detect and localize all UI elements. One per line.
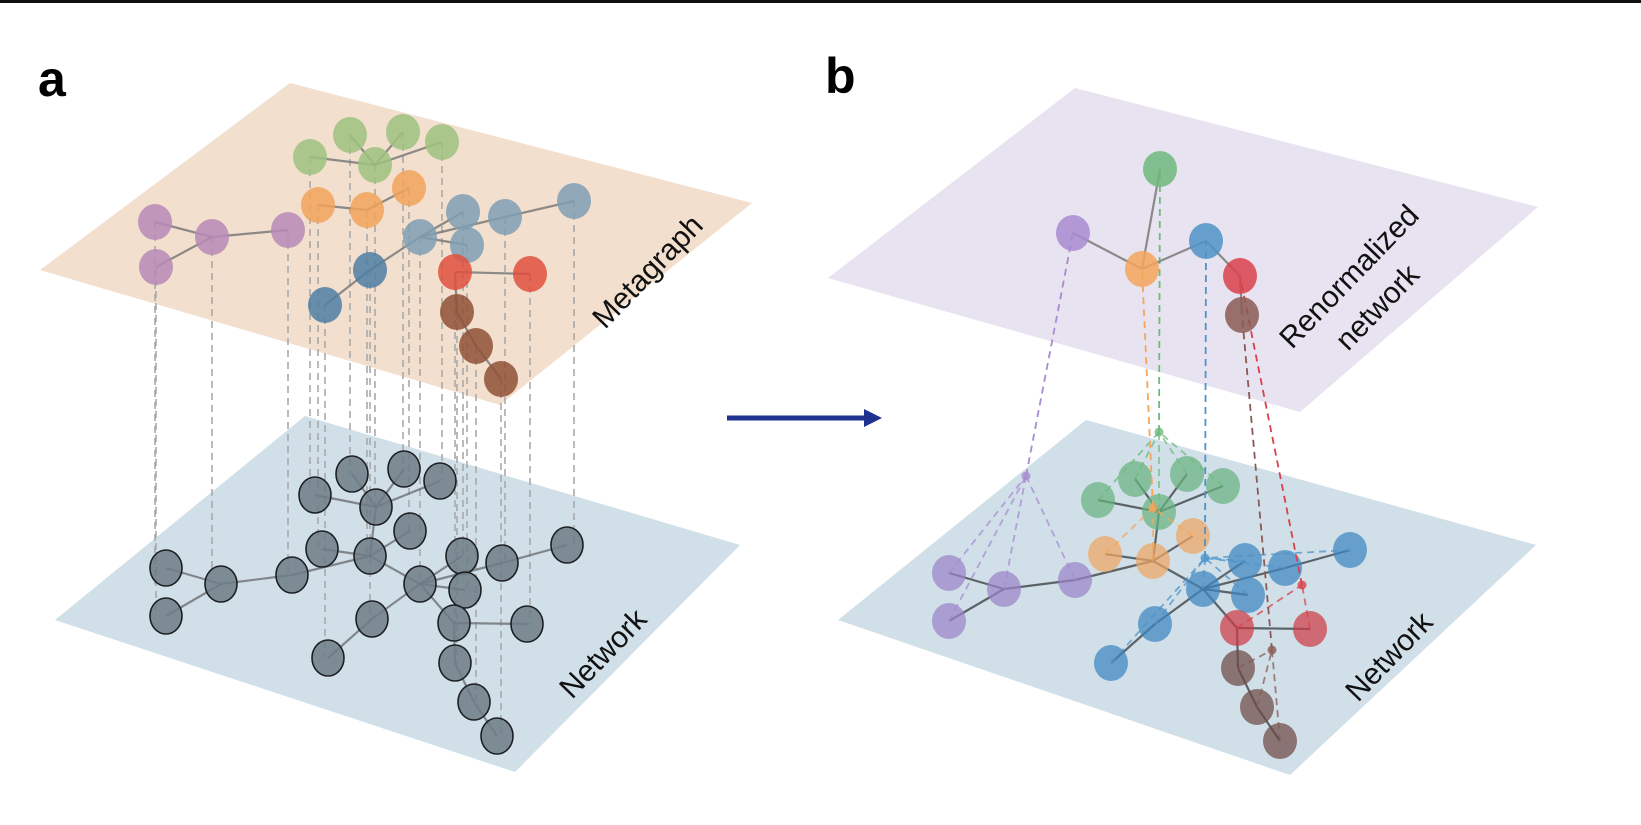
- aggregation-line: [1152, 507, 1194, 537]
- aggregation-line: [948, 475, 1027, 574]
- aggregation-line: [1271, 649, 1281, 742]
- metagraph-node-purple: [195, 219, 229, 255]
- supernode-projection-line: [1239, 275, 1303, 586]
- network-node: [149, 549, 183, 587]
- panel-b: b Renormalized network Network: [825, 48, 1538, 775]
- network-nodes-a: [149, 450, 584, 755]
- metagraph-node-green: [333, 117, 367, 153]
- network-node: [403, 565, 437, 603]
- supernode-projection-line: [1158, 168, 1161, 433]
- supernode-purple: [1056, 215, 1090, 251]
- metagraph-node-green: [293, 139, 327, 175]
- network-node: [510, 605, 544, 643]
- aggregation-line: [1204, 549, 1351, 559]
- aggregation-lines: [948, 168, 1351, 742]
- aggregation-line: [1134, 431, 1160, 480]
- metagraph-node-steel-blue: [450, 227, 484, 263]
- aggregation-line: [1154, 557, 1206, 625]
- supernode-brown: [1225, 297, 1259, 333]
- panel-b-letter: b: [825, 48, 856, 104]
- aggregation-point: [1154, 427, 1164, 437]
- network-node: [149, 597, 183, 635]
- aggregation-point: [1200, 553, 1210, 563]
- renormalized-nodes: [1056, 151, 1259, 333]
- metagraph-node-green: [358, 147, 392, 183]
- metagraph-node-steel-blue: [446, 194, 480, 230]
- metagraph-node-steel-blue: [403, 219, 437, 255]
- aggregation-point: [1021, 471, 1031, 481]
- network-plane-b: [838, 420, 1536, 775]
- metagraph-node-blue: [308, 287, 342, 323]
- network-node: [480, 717, 514, 755]
- network-node: [298, 476, 332, 514]
- aggregation-point: [1267, 645, 1277, 655]
- network-node: [359, 488, 393, 526]
- arrow-head-icon: [864, 409, 882, 427]
- aggregation-point: [1148, 503, 1158, 513]
- aggregation-line: [1301, 584, 1311, 630]
- network-node: [275, 556, 309, 594]
- network-node: [457, 683, 491, 721]
- aggregation-line: [1097, 431, 1160, 501]
- network-node: [448, 571, 482, 609]
- supernode-green: [1143, 151, 1177, 187]
- network-node: [305, 530, 339, 568]
- metagraph-node-purple: [271, 212, 305, 248]
- aggregation-point: [1297, 580, 1307, 590]
- network-plane-a: [55, 416, 740, 772]
- metagraph-node-brown: [484, 361, 518, 397]
- top-border: [0, 0, 1641, 3]
- metagraph-node-orange: [350, 192, 384, 228]
- supernode-red: [1223, 258, 1257, 294]
- metagraph-node-purple: [138, 204, 172, 240]
- network-node: [353, 537, 387, 575]
- network-node: [423, 462, 457, 500]
- aggregation-line: [1204, 557, 1249, 596]
- metagraph-node-brown: [459, 328, 493, 364]
- network-node: [438, 644, 472, 682]
- network-node: [311, 639, 345, 677]
- supernode-projection-line: [1204, 240, 1207, 559]
- network-node: [335, 455, 369, 493]
- network-node: [485, 544, 519, 582]
- network-node: [355, 600, 389, 638]
- supernode-blue: [1189, 223, 1223, 259]
- supernode-projection-line: [1025, 232, 1074, 477]
- aggregation-line: [1256, 649, 1273, 708]
- network-node: [550, 526, 584, 564]
- network-node: [445, 537, 479, 575]
- aggregation-line: [1204, 557, 1246, 562]
- metagraph-node-purple: [139, 249, 173, 285]
- network-node: [204, 565, 238, 603]
- metagraph-node-green: [386, 114, 420, 150]
- metagraph-node-steel-blue: [557, 183, 591, 219]
- metagraph-node-orange: [301, 187, 335, 223]
- metagraph-node-red: [438, 254, 472, 290]
- transform-arrow: [727, 409, 882, 427]
- supernode-projection-line: [1141, 268, 1154, 509]
- metagraph-node-brown: [440, 294, 474, 330]
- network-node: [393, 512, 427, 550]
- aggregation-line: [948, 475, 1027, 622]
- network-node: [437, 604, 471, 642]
- network-node: [387, 450, 421, 488]
- metagraph-node-red: [513, 256, 547, 292]
- aggregation-line: [1204, 557, 1286, 569]
- metagraph-node-orange: [392, 170, 426, 206]
- supernode-orange: [1125, 251, 1159, 287]
- panel-a: a Metagraph Network: [38, 51, 752, 772]
- aggregation-line: [1237, 649, 1273, 669]
- metagraph-nodes: [138, 114, 591, 397]
- aggregation-line: [1158, 431, 1188, 475]
- metagraph-node-steel-blue: [488, 199, 522, 235]
- aggregation-line: [1202, 557, 1206, 590]
- supernode-projection-line: [1241, 314, 1273, 651]
- metagraph-node-blue: [353, 252, 387, 288]
- aggregation-line: [1236, 584, 1303, 629]
- panel-a-letter: a: [38, 51, 67, 107]
- metagraph-node-green: [425, 124, 459, 160]
- aggregation-line: [1158, 431, 1224, 487]
